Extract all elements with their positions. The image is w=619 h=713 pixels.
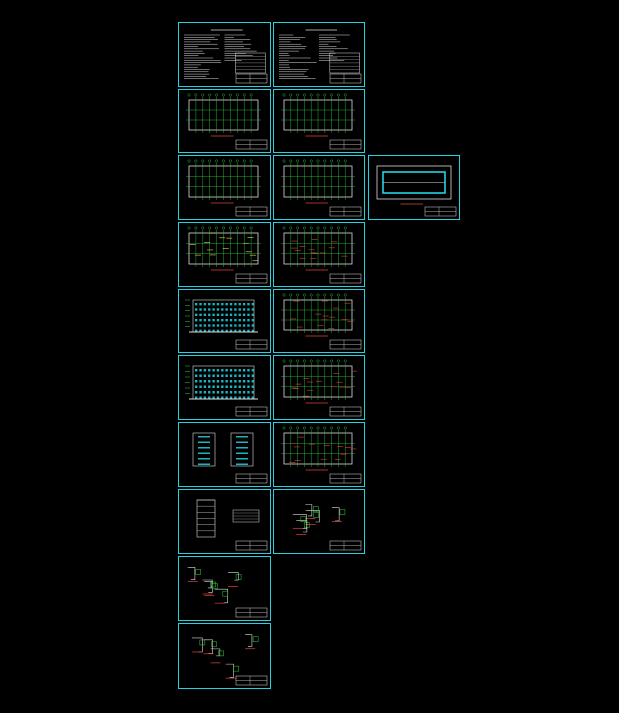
sheet-thumbnail <box>185 299 268 350</box>
sheet-thumbnail <box>186 159 268 217</box>
drawing-sheet-roof-layout[interactable] <box>178 222 271 287</box>
sheet-thumbnail <box>186 93 268 150</box>
sheet-thumbnail <box>376 165 457 217</box>
drawing-sheet-floor-plan-2[interactable] <box>273 89 365 153</box>
drawing-sheet-construction-notes[interactable] <box>273 22 365 87</box>
sheet-thumbnail <box>281 159 362 217</box>
drawing-sheet-structure-plan-4[interactable] <box>273 422 365 487</box>
drawing-sheet-details-1[interactable] <box>273 489 365 554</box>
drawing-sheet-structure-plan-1[interactable] <box>273 222 365 287</box>
sheet-thumbnail <box>281 93 362 150</box>
drawing-sheet-elevation-rear[interactable] <box>178 355 271 420</box>
drawing-sheet-floor-plan-4[interactable] <box>273 155 365 220</box>
drawing-sheet-side-elevations[interactable] <box>178 422 271 487</box>
drawing-sheet-details-2[interactable] <box>178 556 271 621</box>
drawing-sheet-structure-plan-2[interactable] <box>273 289 365 353</box>
sheet-thumbnail <box>281 226 362 284</box>
sheet-thumbnail <box>192 432 268 484</box>
sheet-thumbnail <box>186 226 268 284</box>
sheet-thumbnail <box>292 504 362 551</box>
drawing-sheet-structure-plan-3[interactable] <box>273 355 365 420</box>
sheet-thumbnail <box>281 359 362 417</box>
drawing-sheet-floor-plan-1[interactable] <box>178 89 271 153</box>
drawing-sheet-details-3[interactable] <box>178 623 271 689</box>
sheet-thumbnail <box>196 499 268 551</box>
drawing-sheet-floor-plan-3[interactable] <box>178 155 271 220</box>
sheet-thumbnail <box>187 567 268 618</box>
sheet-thumbnail <box>281 293 362 350</box>
sheet-thumbnail <box>185 365 268 417</box>
sheet-thumbnail <box>281 426 362 484</box>
sheet-thumbnail <box>279 29 362 84</box>
drawing-sheet-roof-plan[interactable] <box>368 155 460 220</box>
drawing-sheet-design-notes[interactable] <box>178 22 271 87</box>
sheet-thumbnail <box>184 29 268 84</box>
drawing-sheet-elevation-front[interactable] <box>178 289 271 353</box>
drawing-sheet-section[interactable] <box>178 489 271 554</box>
sheet-thumbnail <box>191 634 268 686</box>
